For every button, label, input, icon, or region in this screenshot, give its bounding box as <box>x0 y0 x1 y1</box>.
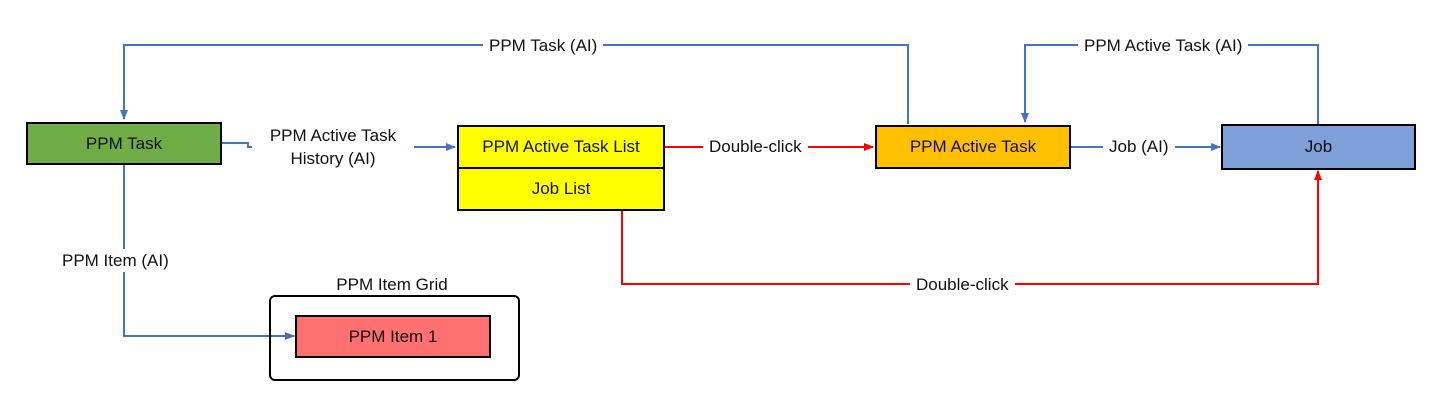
label-ppm-task-ai: PPM Task (AI) <box>483 34 604 57</box>
edge-ppm-item-ai <box>123 164 295 340</box>
label-double-click-2: Double-click <box>910 273 1015 296</box>
label-double-click-1: Double-click <box>703 135 808 158</box>
job-list-node: Job List <box>457 167 665 211</box>
ppm-item-node: PPM Item 1 <box>295 315 491 358</box>
ppm-active-task-node: PPM Active Task <box>875 125 1071 169</box>
job-node: Job <box>1221 124 1416 170</box>
label-active-task-history-line1: PPM Active Task <box>252 124 414 147</box>
ppm-active-task-list-node: PPM Active Task List <box>457 125 665 169</box>
label-active-task-history-line2: History (AI) <box>252 147 414 170</box>
label-ppm-item-ai: PPM Item (AI) <box>56 249 175 272</box>
ppm-item-grid-frame <box>269 295 520 381</box>
ppm-item-grid-title: PPM Item Grid <box>336 275 448 294</box>
edge-double-click-to-job <box>621 170 1322 285</box>
label-ppm-active-task-ai: PPM Active Task (AI) <box>1078 34 1249 57</box>
label-job-ai: Job (AI) <box>1103 135 1175 158</box>
ppm-task-node: PPM Task <box>26 122 222 165</box>
